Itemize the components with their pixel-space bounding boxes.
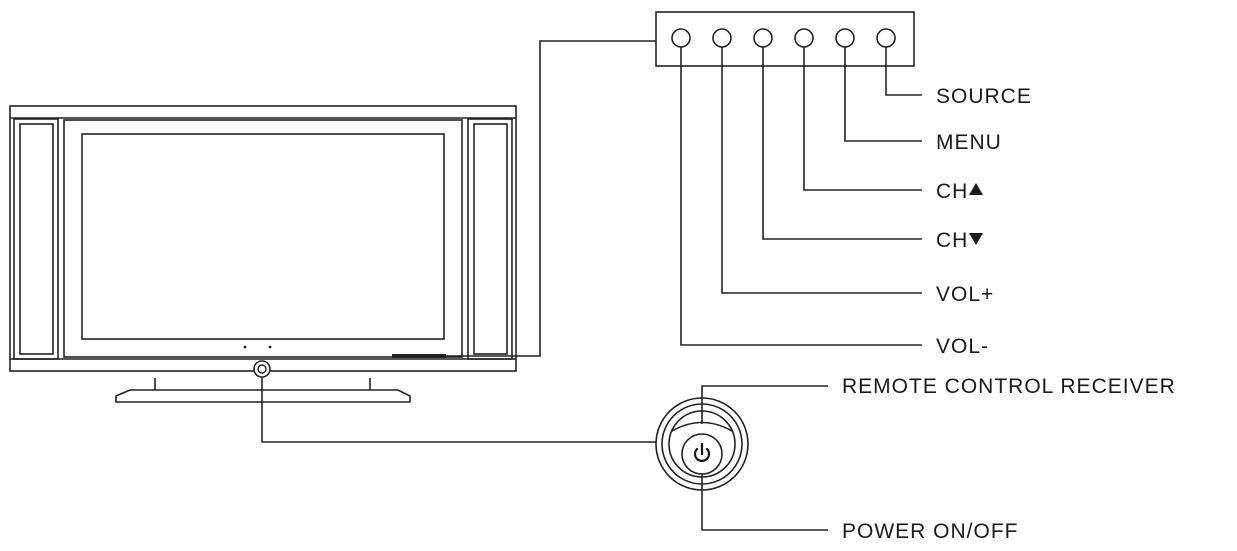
tv-power-button[interactable] [253,360,271,378]
tv-set [9,105,517,403]
triangle-down-icon [969,233,983,245]
power-button-detail [655,397,749,491]
tv-indicator-dot [243,345,247,349]
power-leader-line [701,474,828,531]
ch-down-leader-line [762,47,922,240]
menu-label: MENU [936,131,1002,154]
ch-down-label: CH [936,229,968,252]
tv-right-speaker-grille [473,123,508,355]
power-label: POWER ON/OFF [842,520,1019,543]
source-label: SOURCE [936,85,1032,108]
menu-button[interactable] [835,28,855,48]
tv-stand-base [115,389,411,403]
ch-up-label: CH [936,180,968,203]
button-panel-frame [655,11,915,67]
tv-indicator-dot [268,345,272,349]
vol-plus-leader-line [721,47,922,294]
source-button[interactable] [876,28,896,48]
tv-to-panel-connector [446,40,656,357]
tv-power-button-inner [257,364,267,374]
source-leader-line [885,47,922,96]
tv-screen [81,133,445,340]
tv-left-speaker-grille [19,123,54,355]
vol-minus-leader-line [680,47,922,346]
power-icon [693,442,711,462]
vol-plus-button[interactable] [712,28,732,48]
ch-up-leader-line [803,47,922,191]
triangle-up-icon [969,183,983,195]
remote-receiver-label: REMOTE CONTROL RECEIVER [842,375,1176,398]
side-button-panel [655,11,915,67]
ch-up-button[interactable] [794,28,814,48]
vol-minus-label: VOL- [936,335,989,358]
ch-down-button[interactable] [753,28,773,48]
vol-plus-label: VOL+ [936,283,994,306]
tv-power-to-detail-connector [261,377,656,443]
tv-button-strip [392,354,446,358]
remote-receiver-leader-line [701,385,828,424]
vol-minus-button[interactable] [671,28,691,48]
menu-leader-line [844,47,922,142]
